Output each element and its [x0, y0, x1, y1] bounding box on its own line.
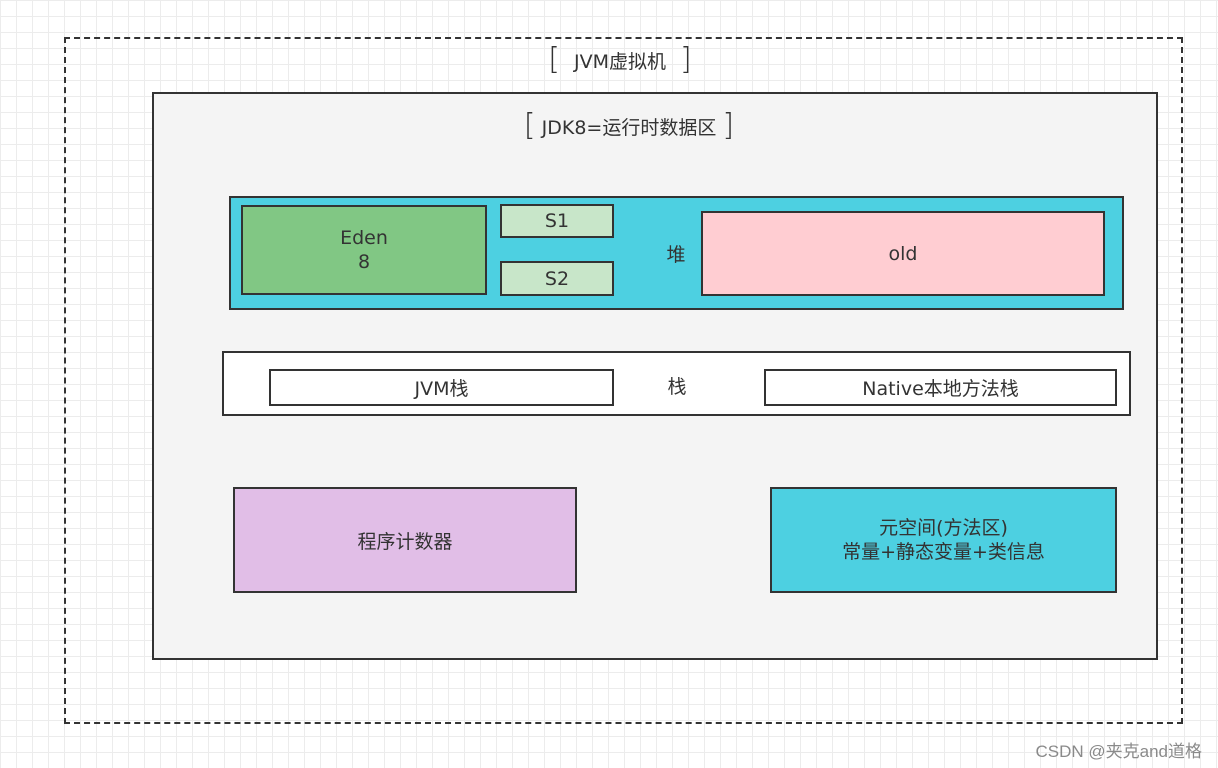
runtime-title-text: JDK8=运行时数据区	[541, 116, 717, 139]
jvm-stack-label: JVM栈	[414, 378, 469, 400]
bracket-left-icon: [	[523, 108, 536, 143]
eden-value: 8	[357, 251, 371, 273]
jvm-title: [ JVM虚拟机 ]	[536, 42, 704, 78]
runtime-title: [ JDK8=运行时数据区 ]	[518, 108, 740, 144]
s2-box: S2	[500, 261, 614, 296]
s2-label: S2	[544, 267, 570, 290]
metaspace-contents: 常量+静态变量+类信息	[842, 541, 1045, 563]
native-stack-box: Native本地方法栈	[764, 369, 1117, 406]
eden-box: Eden 8	[241, 205, 487, 295]
heap-label: 堆	[666, 243, 686, 266]
program-counter-label: 程序计数器	[357, 530, 453, 553]
s1-label: S1	[544, 210, 570, 232]
jvm-title-text: JVM虚拟机	[574, 50, 666, 73]
jvm-stack-box: JVM栈	[269, 369, 614, 406]
bracket-right-icon: ]	[680, 42, 692, 77]
native-stack-label: Native本地方法栈	[862, 378, 1019, 400]
metaspace-box: 元空间(方法区) 常量+静态变量+类信息	[770, 487, 1117, 593]
bracket-right-icon: ]	[722, 108, 735, 143]
program-counter-box: 程序计数器	[233, 487, 577, 593]
s1-box: S1	[500, 204, 614, 238]
metaspace-title: 元空间(方法区)	[879, 517, 1008, 539]
watermark: CSDN @夹克and道格	[1035, 742, 1202, 761]
jvm-container	[64, 37, 1183, 724]
stack-label: 栈	[667, 375, 687, 398]
old-label: old	[888, 242, 918, 265]
bracket-left-icon: [	[548, 42, 560, 77]
old-generation-box: old	[701, 211, 1105, 296]
eden-label: Eden	[340, 227, 388, 249]
